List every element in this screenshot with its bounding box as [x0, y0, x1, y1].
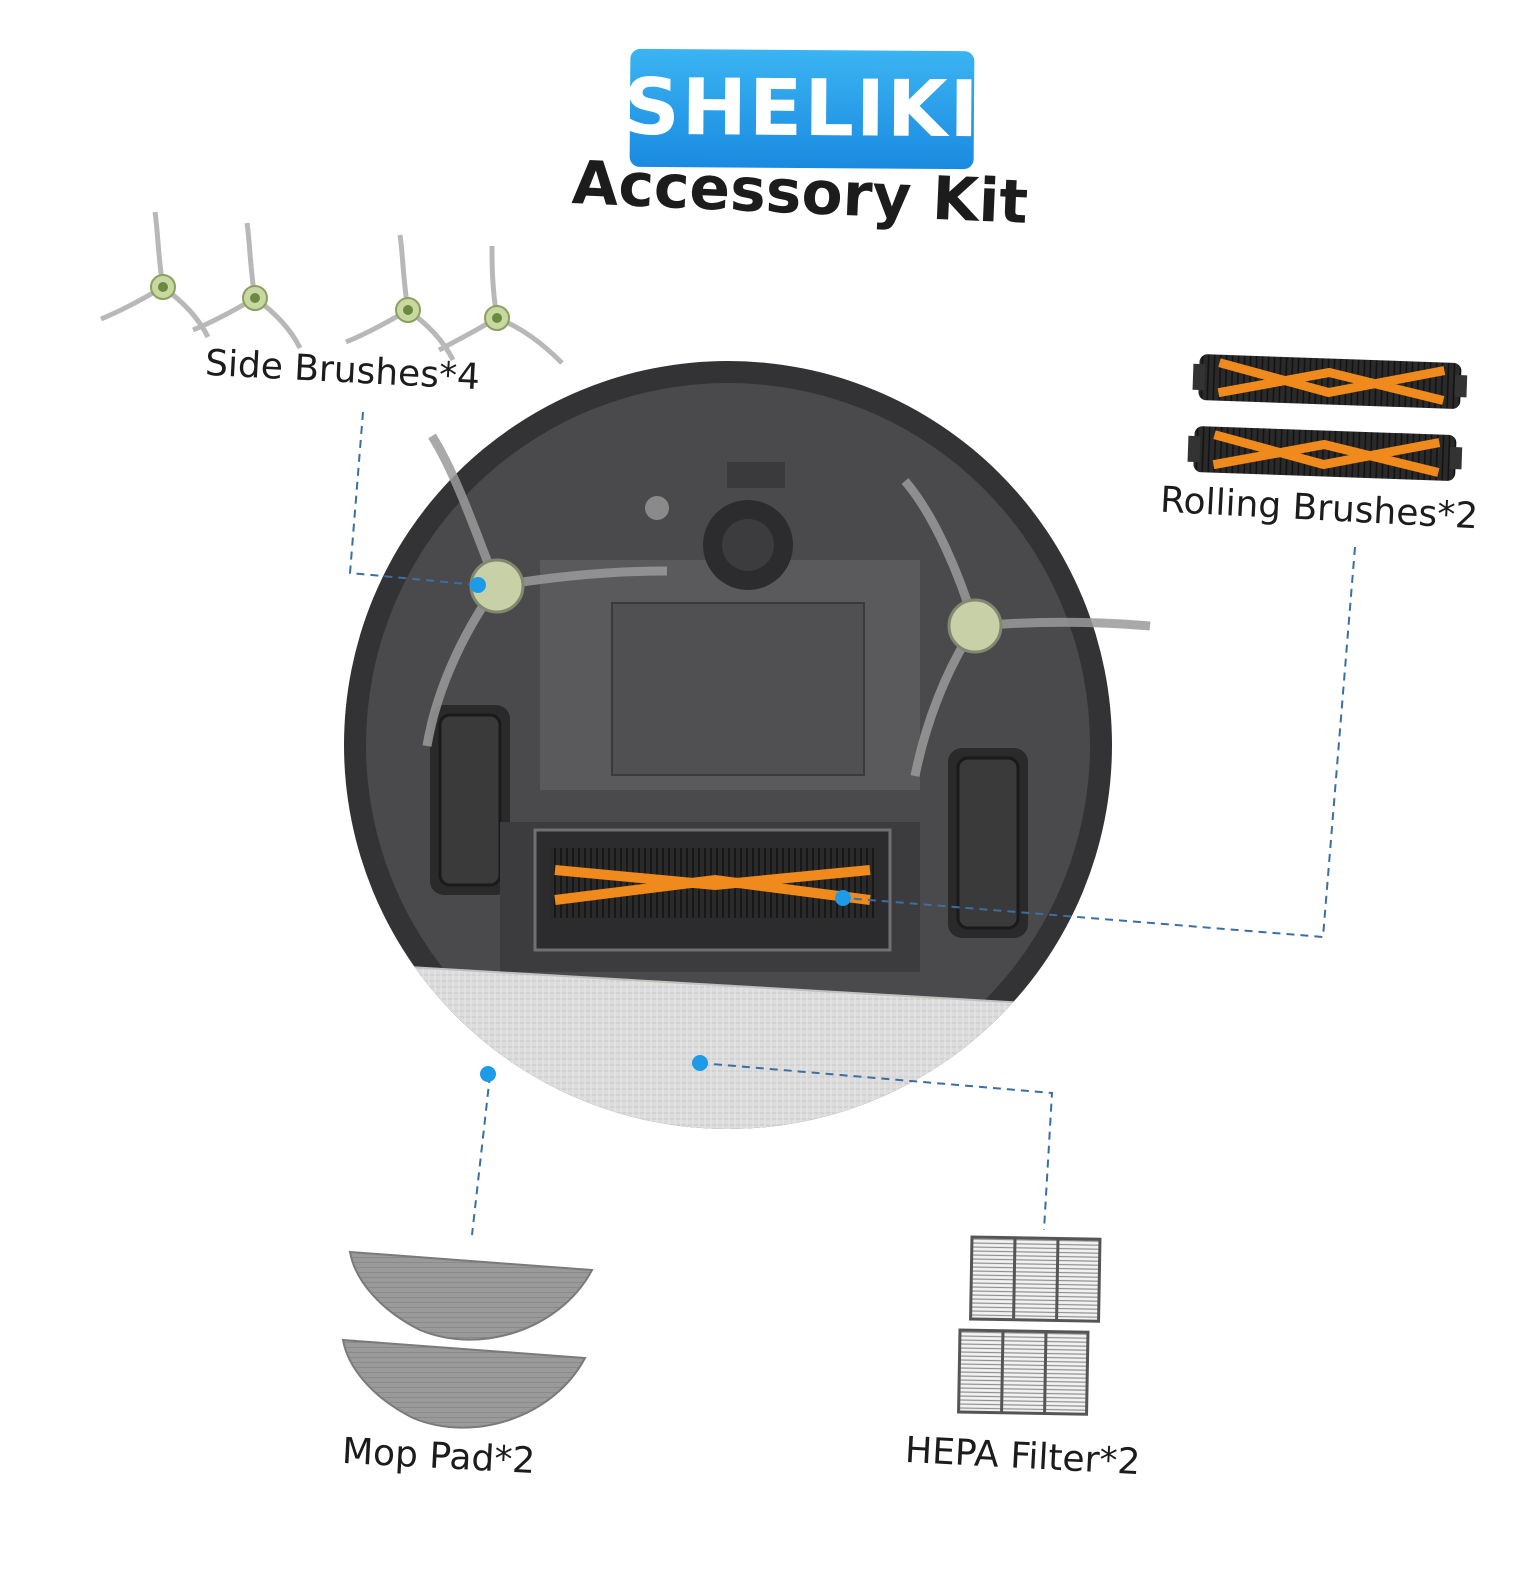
rolling-brushes-image: [1187, 354, 1468, 481]
side-brushes-image: [100, 211, 564, 365]
callout-lines: [348, 411, 1356, 1236]
robot-vacuum-bottom-view: [344, 361, 1151, 1129]
mop-pads-image: [341, 1250, 594, 1429]
hepa-filters-image: [957, 1235, 1102, 1416]
callout-dots: [470, 577, 851, 1082]
